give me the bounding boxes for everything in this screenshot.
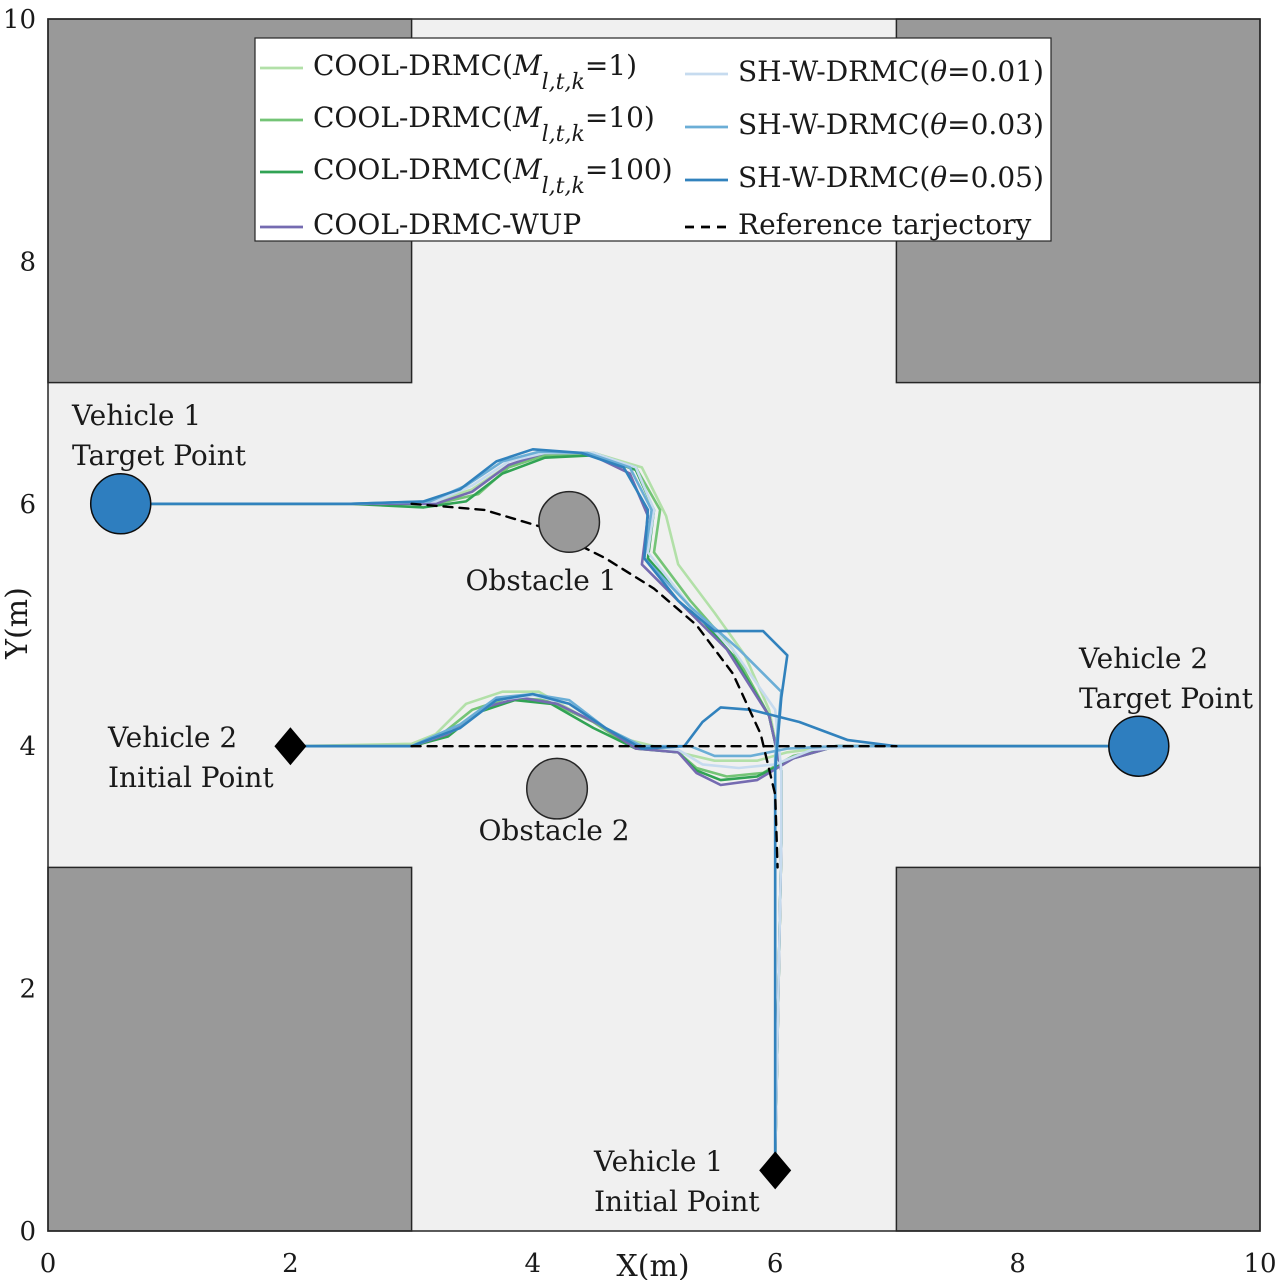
target-point-marker-1 (89, 473, 152, 535)
y-axis-label: Y(m) (0, 587, 35, 660)
legend-label-4: COOL-DRMC-WUP (313, 208, 581, 241)
x-tick-label-0: 0 (40, 1249, 57, 1279)
x-axis-label: X(m) (616, 1249, 689, 1280)
legend-label-7: SH-W-DRMC(θ=0.05) (738, 161, 1044, 194)
point-label-1-line-2: Target Point (72, 439, 247, 472)
legend-label-6: SH-W-DRMC(θ=0.03) (738, 108, 1044, 141)
x-tick-label-2: 2 (282, 1249, 299, 1279)
obstacle-1 (538, 490, 601, 554)
point-label-3-line-2: Initial Point (108, 761, 274, 794)
x-tick-label-4: 4 (525, 1249, 542, 1279)
legend-label-5: SH-W-DRMC(θ=0.01) (738, 55, 1044, 88)
legend-label-3: COOL-DRMC(Ml,t,k=100) (313, 153, 673, 199)
point-label-2-line-1: Vehicle 2 (1078, 642, 1208, 675)
building-block-4 (895, 866, 1261, 1232)
legend-label-2: COOL-DRMC(Ml,t,k=10) (313, 101, 655, 147)
axes-box (47, 18, 1261, 1232)
obstacles-layer: Obstacle 1 Obstacle 2 (465, 490, 630, 847)
y-tick-label-6: 6 (19, 490, 36, 520)
y-tick-label-4: 4 (19, 732, 36, 762)
y-tick-label-0: 0 (19, 1217, 36, 1247)
series-7-path-1 (119, 448, 789, 1160)
ticks-layer: 0 2 4 6 8 10 0 2 4 6 8 10 (3, 5, 1277, 1279)
legend: COOL-DRMC(Ml,t,k=1) COOL-DRMC(Ml,t,k=10) C… (254, 37, 1052, 242)
reference-path-1 (410, 502, 779, 869)
target-point-marker-2 (1108, 715, 1170, 777)
plot-frame (47, 18, 1261, 1232)
series-7-path-2 (289, 692, 1141, 750)
point-label-1-line-1: Vehicle 1 (71, 399, 201, 432)
y-tick-label-8: 8 (19, 247, 36, 277)
x-tick-label-6: 6 (767, 1249, 784, 1279)
point-label-2-line-2: Target Point (1079, 682, 1254, 715)
obstacle-2-label: Obstacle 2 (478, 814, 629, 847)
y-tick-label-10: 10 (3, 5, 36, 35)
legend-box (254, 37, 1052, 242)
x-tick-label-8: 8 (1009, 1249, 1026, 1279)
x-tick-label-10: 10 (1243, 1249, 1276, 1279)
legend-label-8: Reference tarjectory (738, 208, 1031, 241)
initial-point-marker-3 (274, 727, 307, 766)
point-label-4-line-1: Vehicle 1 (593, 1145, 723, 1178)
legend-label-1: COOL-DRMC(Ml,t,k=1) (313, 49, 637, 95)
point-label-4-line-2: Initial Point (594, 1185, 760, 1218)
obstacle-1-label: Obstacle 1 (465, 564, 616, 597)
series-layer (119, 448, 1141, 1160)
y-tick-label-2: 2 (19, 975, 36, 1005)
initial-point-marker-4 (759, 1151, 792, 1190)
building-block-3 (47, 866, 413, 1232)
point-label-3-line-1: Vehicle 2 (107, 721, 237, 754)
obstacle-2 (525, 757, 589, 820)
